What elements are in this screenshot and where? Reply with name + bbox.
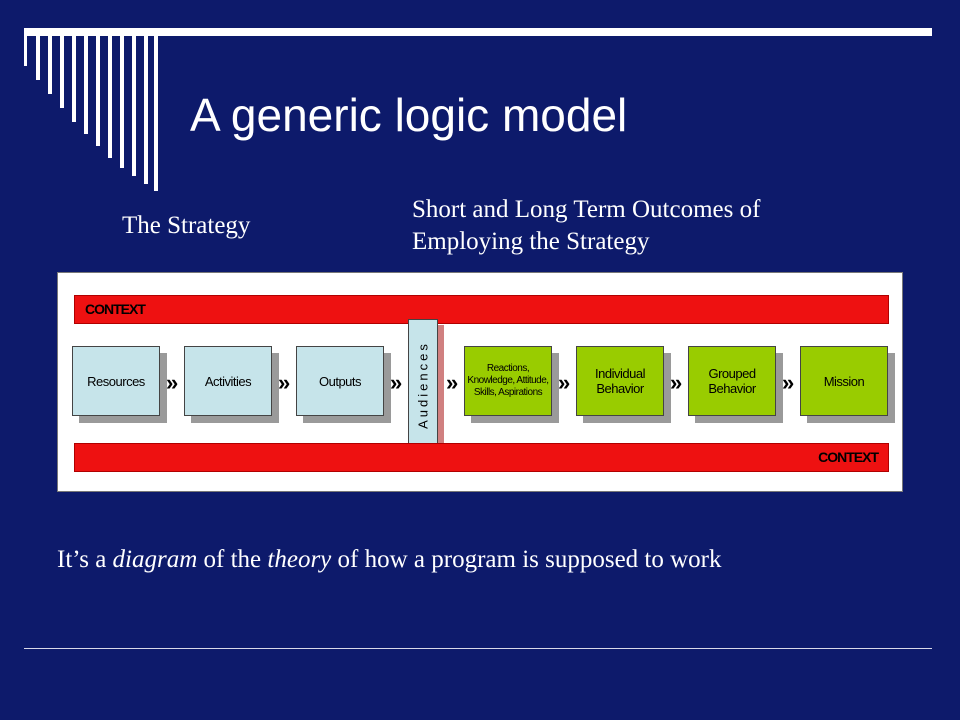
slide-title: A generic logic model [190,89,628,141]
audiences-bar: Audiences [408,319,438,451]
chevron-arrow: » [558,370,571,395]
chevron-arrow: » [446,370,459,395]
chevron-arrow: » [166,370,179,395]
box-reactions: Reactions, Knowledge, Attitude, Skills, … [464,346,552,416]
decorative-stripes [24,36,164,196]
logic-model-diagram: CONTEXT Resources » Activities » Outputs… [57,272,903,492]
context-bar-top: CONTEXT [74,295,889,324]
outcomes-label: Short and Long Term Outcomes of Employin… [412,194,760,258]
caption-part3: of how a program is supposed to work [331,546,722,573]
chevron-arrow: » [670,370,683,395]
box-outputs: Outputs [296,346,384,416]
strategy-label: The Strategy [122,212,251,239]
context-label-top: CONTEXT [85,301,146,317]
caption-emphasis-diagram: diagram [112,546,198,573]
box-grouped-behavior: Grouped Behavior [688,346,776,416]
context-bar-bottom: CONTEXT [74,443,889,472]
top-rule [24,28,932,36]
chevron-arrow: » [390,370,403,395]
chevron-arrow: » [278,370,291,395]
chevron-arrow: » [782,370,795,395]
box-resources: Resources [72,346,160,416]
context-label-bottom: CONTEXT [818,449,879,465]
box-activities: Activities [184,346,272,416]
box-individual-behavior: Individual Behavior [576,346,664,416]
caption-emphasis-theory: theory [267,546,332,573]
caption-part2: of the [197,546,268,573]
box-mission: Mission [800,346,888,416]
outcomes-label-line1: Short and Long Term Outcomes of [412,196,761,223]
caption-part1: It’s a [57,546,113,573]
slide-caption: It’s a diagram of the theory of how a pr… [57,546,722,574]
outcomes-label-line2: Employing the Strategy [412,228,650,255]
bottom-rule [24,648,932,649]
audiences-label: Audiences [415,341,431,429]
